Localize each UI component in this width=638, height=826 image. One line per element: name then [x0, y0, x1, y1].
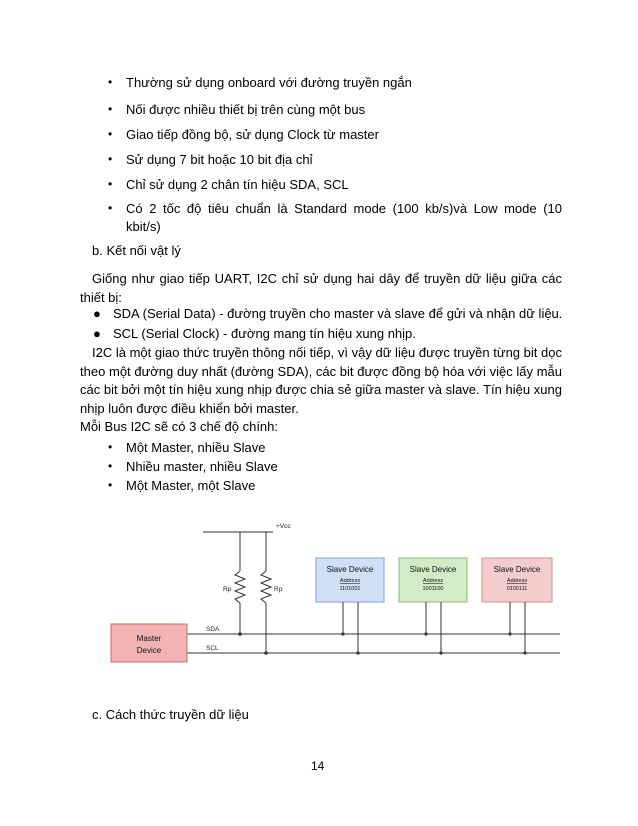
slave-address-label: Address — [507, 578, 527, 584]
list-item: SCL (Serial Clock) - đường mang tín hiệu… — [113, 326, 416, 341]
bullet-dot: • — [108, 127, 113, 141]
list-item-continuation: kbit/s) — [126, 219, 161, 234]
slave-box — [315, 557, 385, 603]
rp2-label: Rp — [274, 586, 283, 593]
slave-title: Slave Device — [410, 565, 457, 574]
bullet-dot: • — [108, 201, 113, 215]
list-item: Nối được nhiều thiết bị trên cùng một bu… — [126, 102, 366, 117]
junction — [356, 651, 360, 655]
slave-address-label: Address — [340, 578, 360, 584]
paragraph: Giống như giao tiếp UART, I2C chỉ sử dụn… — [80, 271, 562, 305]
bullet-dot: • — [108, 102, 113, 116]
list-item: Sử dụng 7 bit hoặc 10 bit địa chỉ — [126, 152, 313, 167]
bullet-dot: • — [108, 177, 113, 191]
list-item: Giao tiếp đồng bộ, sử dụng Clock từ mast… — [126, 127, 379, 142]
rp2-resistor — [259, 570, 273, 604]
bullet-dot: • — [108, 459, 113, 473]
list-item: Có 2 tốc độ tiêu chuẩn là Standard mode … — [126, 201, 562, 216]
slave-address: 1101001 — [339, 586, 360, 592]
slave-address: 1001100 — [422, 586, 443, 592]
bullet-dot: • — [108, 478, 113, 492]
slave-box — [398, 557, 468, 603]
junction — [341, 632, 345, 636]
slave-device-1: Slave Device Address 1101001 — [315, 557, 385, 653]
section-heading: b. Kết nối vật lý — [92, 243, 181, 258]
junction — [424, 632, 428, 636]
paragraph: Mỗi Bus I2C sẽ có 3 chế độ chính: — [80, 419, 278, 434]
bullet-dot: ● — [93, 326, 101, 341]
vcc-label: +Vcc — [276, 523, 291, 530]
sda-junction — [238, 632, 242, 636]
slave-title: Slave Device — [494, 565, 541, 574]
junction — [439, 651, 443, 655]
slave-address-label: Address — [423, 578, 443, 584]
i2c-bus-diagram: +Vcc Rp Rp SDA SCL Master Device Slave D… — [110, 523, 560, 663]
bullet-dot: • — [108, 440, 113, 454]
bullet-dot: • — [108, 75, 113, 89]
slave-device-3: Slave Device Address 0100111 — [481, 557, 553, 653]
list-item: Chỉ sử dụng 2 chân tín hiệu SDA, SCL — [126, 177, 349, 192]
list-item: Thường sử dụng onboard với đường truyền … — [126, 75, 412, 90]
list-item: Một Master, một Slave — [126, 478, 256, 493]
slave-box — [481, 557, 553, 603]
rp1-resistor — [233, 570, 247, 604]
bullet-dot: ● — [93, 306, 101, 321]
list-item: SDA (Serial Data) - đường truyền cho mas… — [113, 306, 563, 321]
paragraph: I2C là một giao thức truyền thông nối ti… — [80, 345, 562, 416]
slave-device-2: Slave Device Address 1001100 — [398, 557, 468, 653]
page-number: 14 — [311, 759, 325, 773]
list-item: Nhiều master, nhiều Slave — [126, 459, 278, 474]
master-label-line2: Device — [137, 646, 162, 655]
rp1-label: Rp — [223, 586, 232, 593]
bullet-dot: • — [108, 152, 113, 166]
slave-title: Slave Device — [327, 565, 374, 574]
slave-address: 0100111 — [507, 586, 528, 592]
sda-label: SDA — [206, 626, 220, 633]
section-heading: c. Cách thức truyền dữ liệu — [92, 707, 249, 722]
master-label-line1: Master — [137, 634, 162, 643]
master-device-box — [110, 623, 188, 663]
junction — [508, 632, 512, 636]
scl-label: SCL — [206, 645, 219, 652]
scl-junction — [264, 651, 268, 655]
junction — [523, 651, 527, 655]
list-item: Một Master, nhiều Slave — [126, 440, 266, 455]
